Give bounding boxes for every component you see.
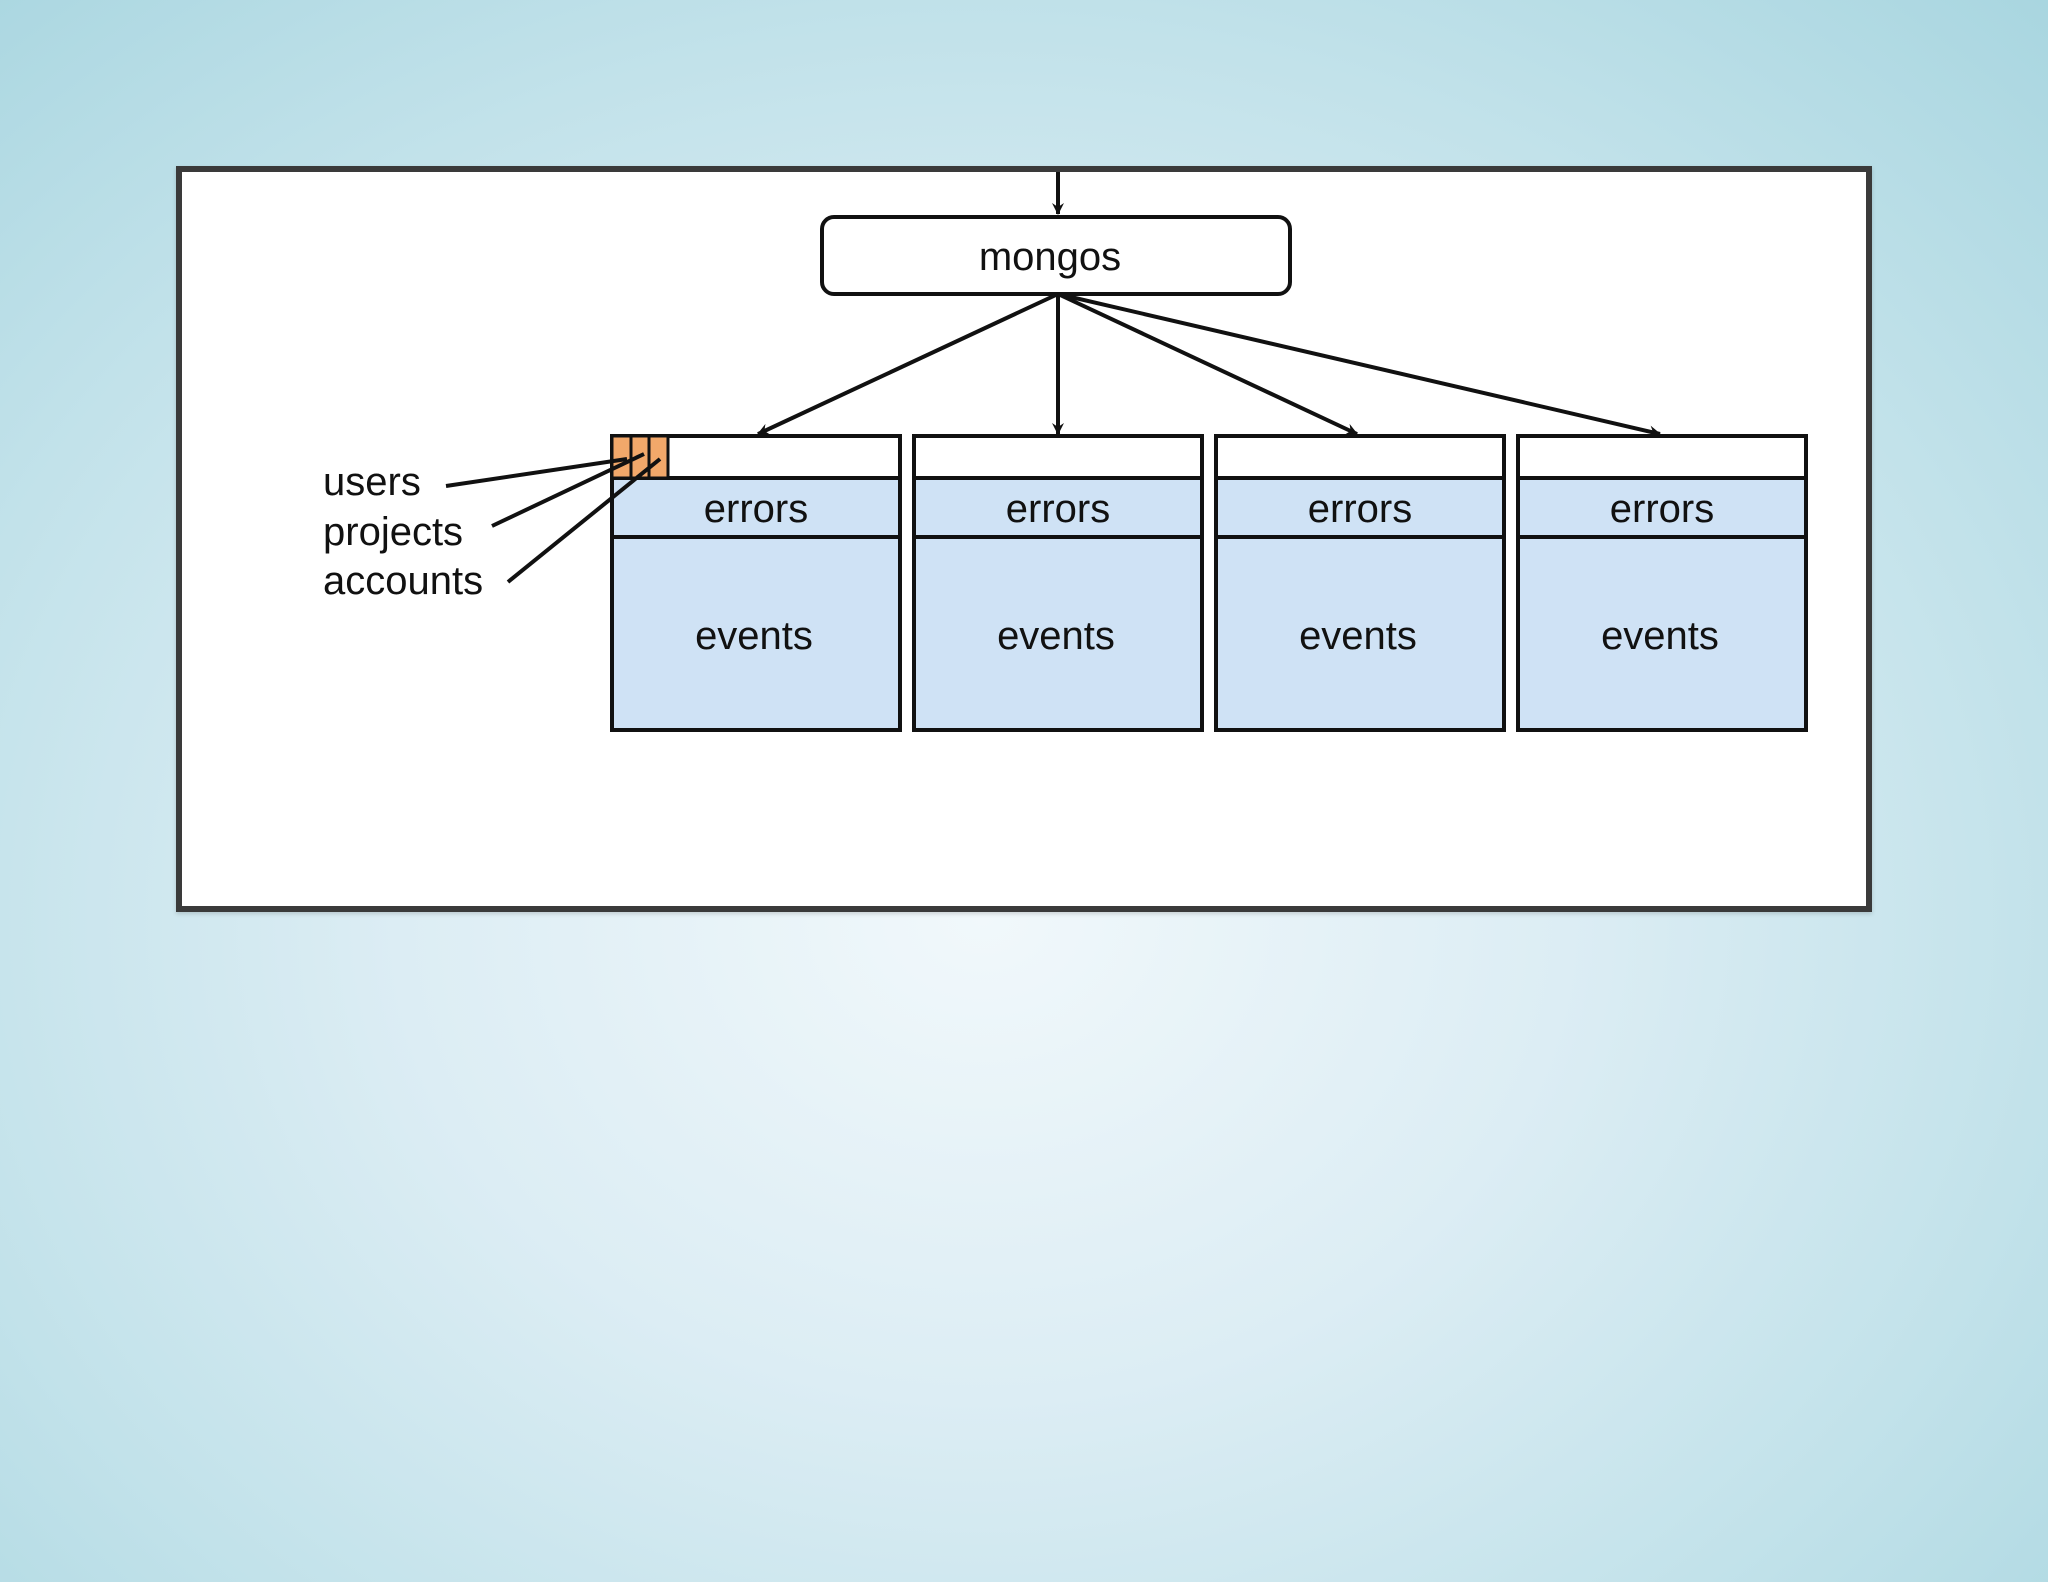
shard-3: errors events xyxy=(1214,434,1506,732)
projects-leader-line xyxy=(491,452,645,528)
arrow-to-shard-3 xyxy=(1057,292,1358,436)
accounts-label: accounts xyxy=(323,559,483,603)
users-leader-line xyxy=(445,457,628,488)
projects-label: projects xyxy=(323,510,463,554)
shard-2: errors events xyxy=(912,434,1204,732)
shard-2-errors-label: errors xyxy=(1006,487,1110,531)
shard-4-events-label: events xyxy=(1601,614,1719,658)
mongos-label: mongos xyxy=(979,235,1121,279)
routing-arrows xyxy=(757,292,1661,438)
shard-4-errors-label: errors xyxy=(1610,487,1714,531)
shard-1-events-label: events xyxy=(695,614,813,658)
shard-3-errors-label: errors xyxy=(1308,487,1412,531)
arrow-to-shard-4 xyxy=(1057,292,1661,438)
shard-1: errors events xyxy=(610,434,902,732)
shard-3-events-label: events xyxy=(1299,614,1417,658)
users-label: users xyxy=(323,460,421,504)
collection-leader-lines xyxy=(445,452,662,584)
mongos-router: mongos xyxy=(820,215,1292,296)
accounts-leader-line xyxy=(506,457,662,584)
shard-1-errors-label: errors xyxy=(704,487,808,531)
shard-4: errors events xyxy=(1516,434,1808,732)
arrow-to-shard-1 xyxy=(757,292,1059,436)
shard-2-events-label: events xyxy=(997,614,1115,658)
